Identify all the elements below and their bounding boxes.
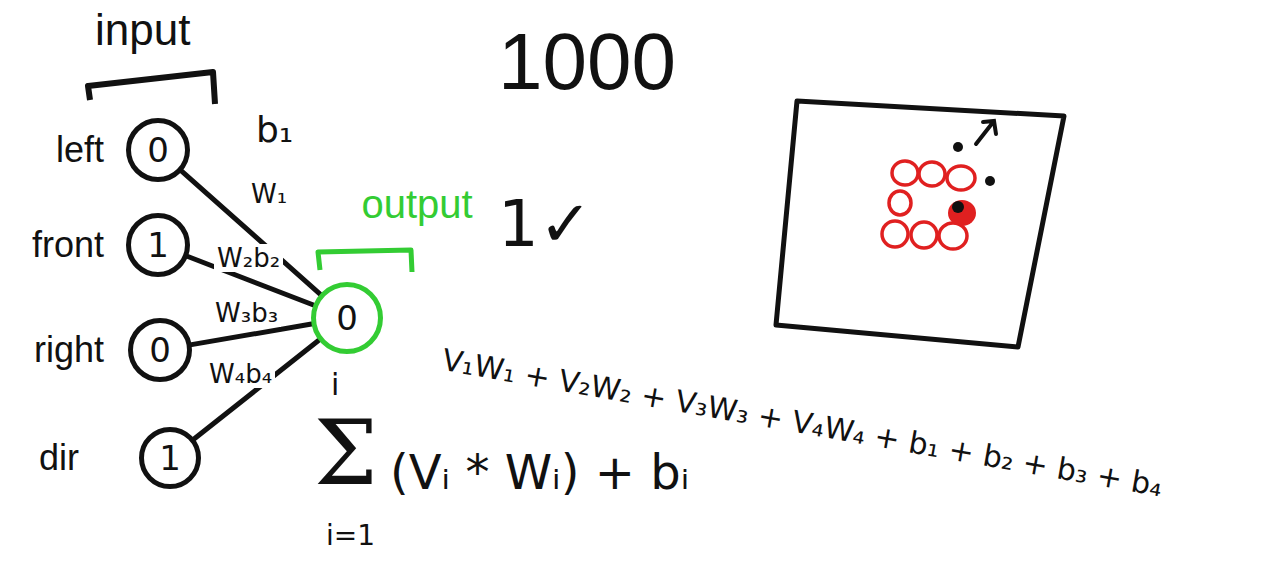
sum-symbol: Σ xyxy=(314,408,378,498)
weight-connection xyxy=(182,171,320,294)
neuron-name: right xyxy=(34,332,104,368)
weight-label: W₄b₄ xyxy=(206,360,275,388)
direction-arrow xyxy=(976,121,996,144)
neuron-value: 0 xyxy=(147,133,169,167)
neuron-name: output xyxy=(361,184,472,224)
neuron-value: 0 xyxy=(149,333,171,367)
output-neuron: output0 xyxy=(311,282,383,354)
input-heading: input xyxy=(95,8,190,52)
input-neuron: dir1 xyxy=(139,427,201,489)
neuron-name: dir xyxy=(39,440,79,476)
red-circle xyxy=(947,166,975,190)
weight-connection xyxy=(194,340,318,438)
neuron-circle xyxy=(314,285,381,352)
weight-label: W₂b₂ xyxy=(214,244,283,272)
input-neuron: right0 xyxy=(128,318,192,382)
red-circle xyxy=(882,221,908,247)
sum-lower-index: i=1 xyxy=(326,522,375,550)
red-circle-grid xyxy=(882,161,975,249)
weight-label: W₁ xyxy=(248,180,290,208)
red-filled-circle xyxy=(948,200,976,226)
target-check: 1✓ xyxy=(498,192,592,256)
weight-connection xyxy=(192,324,312,345)
red-circle xyxy=(919,162,945,186)
grid-square xyxy=(776,101,1064,347)
bias-label: b₁ xyxy=(256,112,293,148)
input-neuron: left0 xyxy=(126,118,190,182)
red-circle xyxy=(939,223,967,249)
agent-dot xyxy=(953,142,963,152)
neuron-circle xyxy=(129,216,188,275)
neuron-circle xyxy=(129,121,188,180)
neuron-value: 0 xyxy=(336,301,358,335)
neuron-name: front xyxy=(32,227,104,263)
neuron-circle xyxy=(142,430,199,487)
agent-dot xyxy=(985,176,995,186)
neuron-value: 1 xyxy=(147,228,169,262)
example-value: 1000 xyxy=(498,22,676,102)
neuron-name: left xyxy=(56,132,104,168)
red-circle xyxy=(892,161,918,185)
red-circle xyxy=(889,191,911,215)
weight-label: W₃b₃ xyxy=(212,299,281,327)
input-bracket xyxy=(88,72,215,104)
output-bracket xyxy=(318,250,412,272)
weighted-sum-formula: (Vᵢ * Wᵢ) + bᵢ xyxy=(390,448,689,496)
red-circle xyxy=(911,222,937,248)
input-neuron: front1 xyxy=(126,213,190,277)
neuron-circle xyxy=(131,321,190,380)
sum-upper-index: i xyxy=(331,370,339,400)
agent-dot xyxy=(952,201,964,213)
neuron-value: 1 xyxy=(159,441,181,475)
